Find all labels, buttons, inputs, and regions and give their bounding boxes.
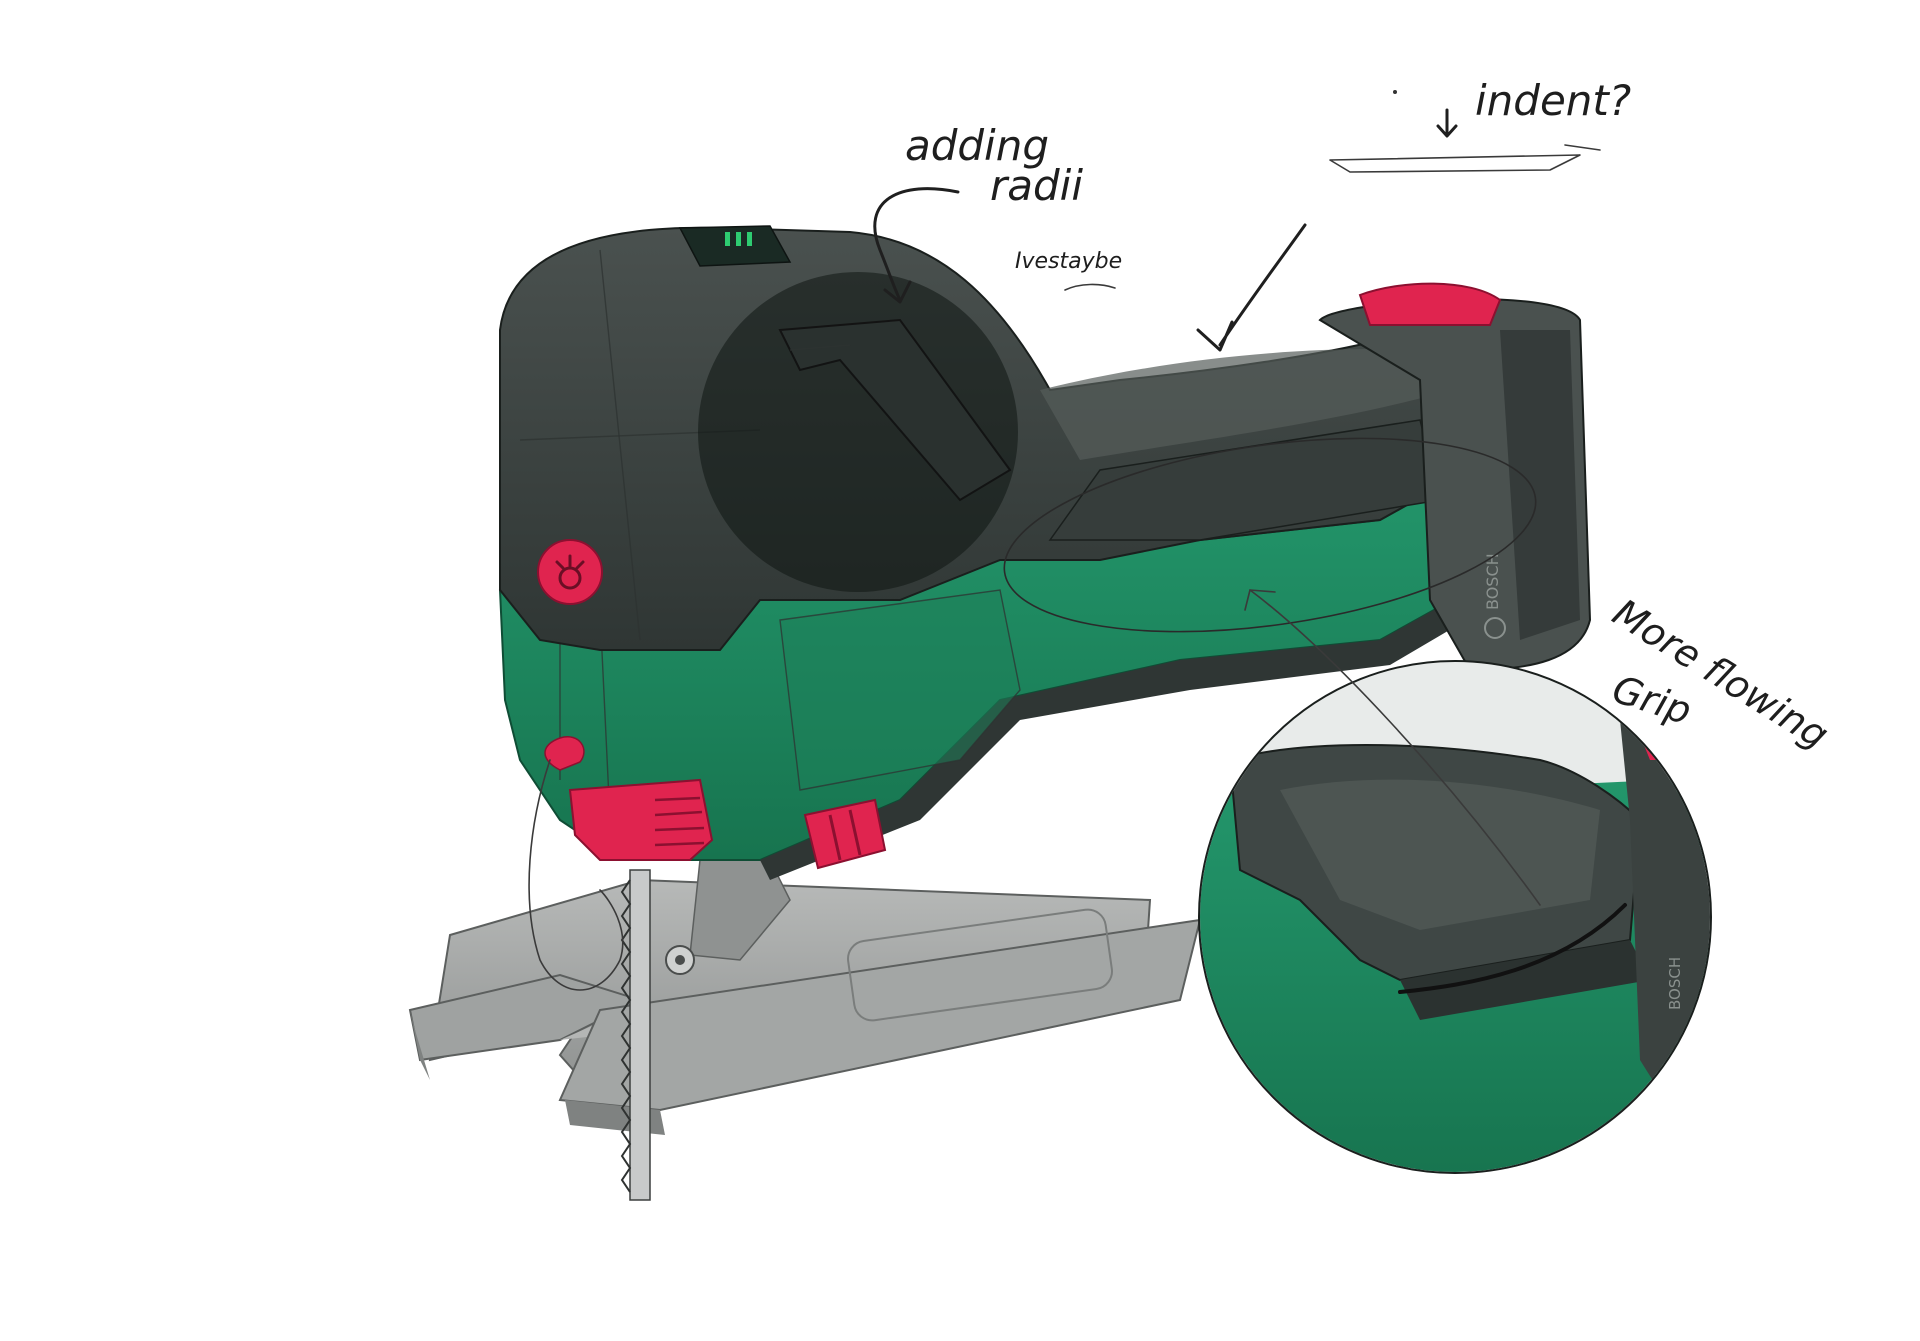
bosch-logo-inset: BOSCH xyxy=(1666,957,1684,1010)
power-button xyxy=(537,539,603,605)
note-adding-radii-2: radii xyxy=(990,161,1083,210)
radii-callout-circle xyxy=(698,272,1018,592)
trigger-wire xyxy=(528,759,624,991)
annotation-strokes xyxy=(873,90,1601,906)
pendulum-switch-red xyxy=(803,798,887,870)
led-indicator-panel xyxy=(678,225,792,267)
note-indent: indent? xyxy=(1475,76,1631,125)
bosch-logo: BOSCH xyxy=(1483,553,1502,610)
note-small: Ivestaybe xyxy=(1015,249,1122,274)
grip-zoom-inset: BOSCH xyxy=(1198,660,1712,1174)
saw-blade xyxy=(620,869,651,1201)
note-adding-radii-1: adding xyxy=(905,121,1049,170)
green-body xyxy=(498,468,1475,880)
blade-guide-red xyxy=(544,736,714,861)
